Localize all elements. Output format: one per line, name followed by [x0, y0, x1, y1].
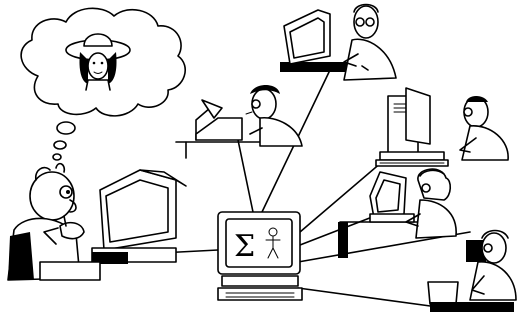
woman-portrait [65, 33, 131, 91]
sigma-symbol: Σ [234, 229, 255, 264]
thought-bubble [20, 7, 187, 161]
woman-user-station [338, 168, 457, 258]
stick-figure-icon [265, 227, 281, 259]
link-to-desk-user [237, 139, 254, 213]
top-user-station [280, 3, 397, 81]
link-to-right-user [299, 161, 383, 233]
link-to-bottom-laptop [297, 287, 446, 309]
main-user-station [7, 162, 187, 281]
desk-user-station [175, 85, 303, 159]
hub-computer: Σ [217, 211, 303, 301]
right-user-station [375, 87, 509, 167]
bottom-user-station [427, 229, 517, 312]
network-links [159, 69, 471, 309]
